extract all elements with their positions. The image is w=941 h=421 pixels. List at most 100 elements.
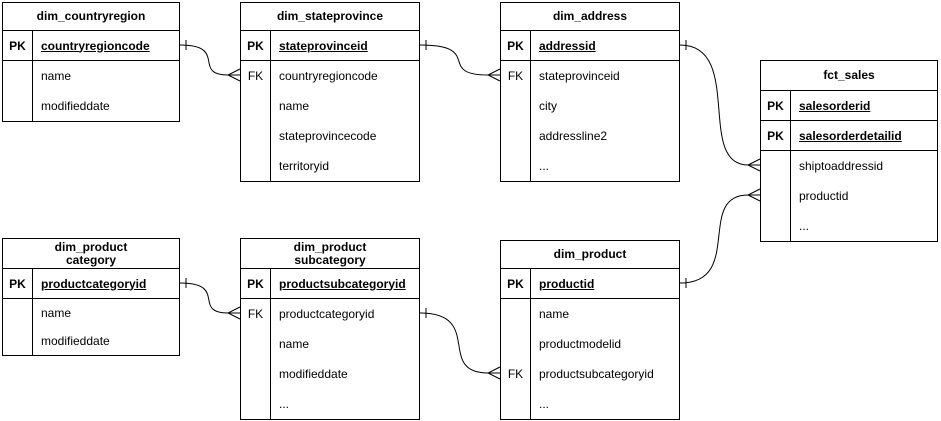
key-label xyxy=(761,181,791,211)
field-name: addressline2 xyxy=(539,129,608,143)
table-row-dim_productcategory-productcategoryid[interactable]: PK productcategoryid xyxy=(3,269,179,299)
table-title: fct_sales xyxy=(761,61,937,91)
field-name: productmodelid xyxy=(539,337,622,351)
field-name: ... xyxy=(279,397,290,411)
relation-line[interactable] xyxy=(679,194,749,284)
field-name: ... xyxy=(799,219,810,233)
relation-countryregion-to-stateprovince[interactable] xyxy=(179,40,241,82)
key-label: PK xyxy=(3,31,33,60)
table-row-dim_address-stateprovinceid[interactable]: FK stateprovinceid xyxy=(501,61,679,91)
table-row-dim_product-productid[interactable]: PK productid xyxy=(501,269,679,299)
field-name: stateprovinceid xyxy=(279,38,368,53)
key-label: PK xyxy=(761,91,791,120)
table-row-dim_productcategory-modifieddate[interactable]: modifieddate xyxy=(3,327,179,355)
key-label: PK xyxy=(501,31,531,60)
table-row-dim_productsubcategory-productcategoryid[interactable]: FK productcategoryid xyxy=(241,299,419,329)
field-name: productcategoryid xyxy=(41,276,147,291)
table-row-dim_productsubcategory-name[interactable]: name xyxy=(241,329,419,359)
relation-productcategory-to-subcategory[interactable] xyxy=(179,278,241,320)
table-row-fct_sales-shiptoaddressid[interactable]: shiptoaddressid xyxy=(761,151,937,181)
relation-line[interactable] xyxy=(179,44,229,76)
relation-line[interactable] xyxy=(419,44,489,76)
field-name: territoryid xyxy=(279,159,330,173)
many-cardinality-crowsfoot-icon xyxy=(746,188,761,202)
table-row-dim_address-[interactable]: ... xyxy=(501,151,679,181)
table-row-dim_stateprovince-territoryid[interactable]: territoryid xyxy=(241,151,419,181)
table-title: dim_stateprovince xyxy=(241,3,419,31)
many-cardinality-crowsfoot-icon xyxy=(746,158,761,172)
table-row-dim_address-addressline2[interactable]: addressline2 xyxy=(501,121,679,151)
relation-line[interactable] xyxy=(679,44,749,166)
key-label: FK xyxy=(241,299,271,329)
table-row-fct_sales-productid[interactable]: productid xyxy=(761,181,937,211)
field-name: countryregioncode xyxy=(279,69,378,83)
relation-line[interactable] xyxy=(179,282,229,314)
key-label xyxy=(761,151,791,181)
field-name: ... xyxy=(539,397,550,411)
key-label: PK xyxy=(761,121,791,150)
key-label xyxy=(241,329,271,359)
relation-subcategory-to-product[interactable] xyxy=(419,308,501,380)
field-name: name xyxy=(539,307,570,321)
field-name: productsubcategoryid xyxy=(539,367,654,381)
table-row-dim_countryregion-name[interactable]: name xyxy=(3,61,179,91)
key-label xyxy=(241,91,271,121)
key-label xyxy=(3,91,33,121)
key-label xyxy=(501,389,531,419)
relation-product-to-fctsales[interactable] xyxy=(679,188,761,288)
field-name: productcategoryid xyxy=(279,307,375,321)
key-label xyxy=(501,299,531,329)
table-title: dim_product category xyxy=(3,239,179,269)
table-row-dim_address-city[interactable]: city xyxy=(501,91,679,121)
table-row-dim_stateprovince-stateprovincecode[interactable]: stateprovincecode xyxy=(241,121,419,151)
key-label xyxy=(501,329,531,359)
table-row-dim_productcategory-name[interactable]: name xyxy=(3,299,179,327)
key-label: PK xyxy=(501,269,531,298)
table-row-dim_countryregion-modifieddate[interactable]: modifieddate xyxy=(3,91,179,121)
table-row-fct_sales-salesorderdetailid[interactable]: PK salesorderdetailid xyxy=(761,121,937,151)
table-row-fct_sales-[interactable]: ... xyxy=(761,211,937,241)
key-label xyxy=(501,151,531,181)
field-name: productid xyxy=(799,189,849,203)
field-name: stateprovinceid xyxy=(539,69,620,83)
key-label xyxy=(241,121,271,151)
key-label xyxy=(241,359,271,389)
key-label xyxy=(3,61,33,91)
relation-line[interactable] xyxy=(419,312,489,374)
key-label: PK xyxy=(241,269,271,298)
table-row-dim_product-[interactable]: ... xyxy=(501,389,679,419)
field-name: productid xyxy=(539,276,595,291)
table-title: dim_product xyxy=(501,241,679,269)
table-row-dim_stateprovince-name[interactable]: name xyxy=(241,91,419,121)
table-row-dim_productsubcategory-[interactable]: ... xyxy=(241,389,419,419)
key-label: FK xyxy=(501,359,531,389)
field-name: ... xyxy=(539,159,550,173)
key-label: FK xyxy=(501,61,531,91)
relation-address-to-fctsales[interactable] xyxy=(679,40,761,172)
field-name: salesorderdetailid xyxy=(799,128,902,143)
many-cardinality-crowsfoot-icon xyxy=(486,68,501,82)
many-cardinality-crowsfoot-icon xyxy=(486,366,501,380)
table-row-dim_productsubcategory-modifieddate[interactable]: modifieddate xyxy=(241,359,419,389)
table-title: dim_countryregion xyxy=(3,3,179,31)
table-row-dim_product-productmodelid[interactable]: productmodelid xyxy=(501,329,679,359)
relation-stateprovince-to-address[interactable] xyxy=(419,40,501,82)
table-row-dim_product-name[interactable]: name xyxy=(501,299,679,329)
table-row-dim_product-productsubcategoryid[interactable]: FK productsubcategoryid xyxy=(501,359,679,389)
key-label: PK xyxy=(3,269,33,298)
field-name: modifieddate xyxy=(279,367,348,381)
